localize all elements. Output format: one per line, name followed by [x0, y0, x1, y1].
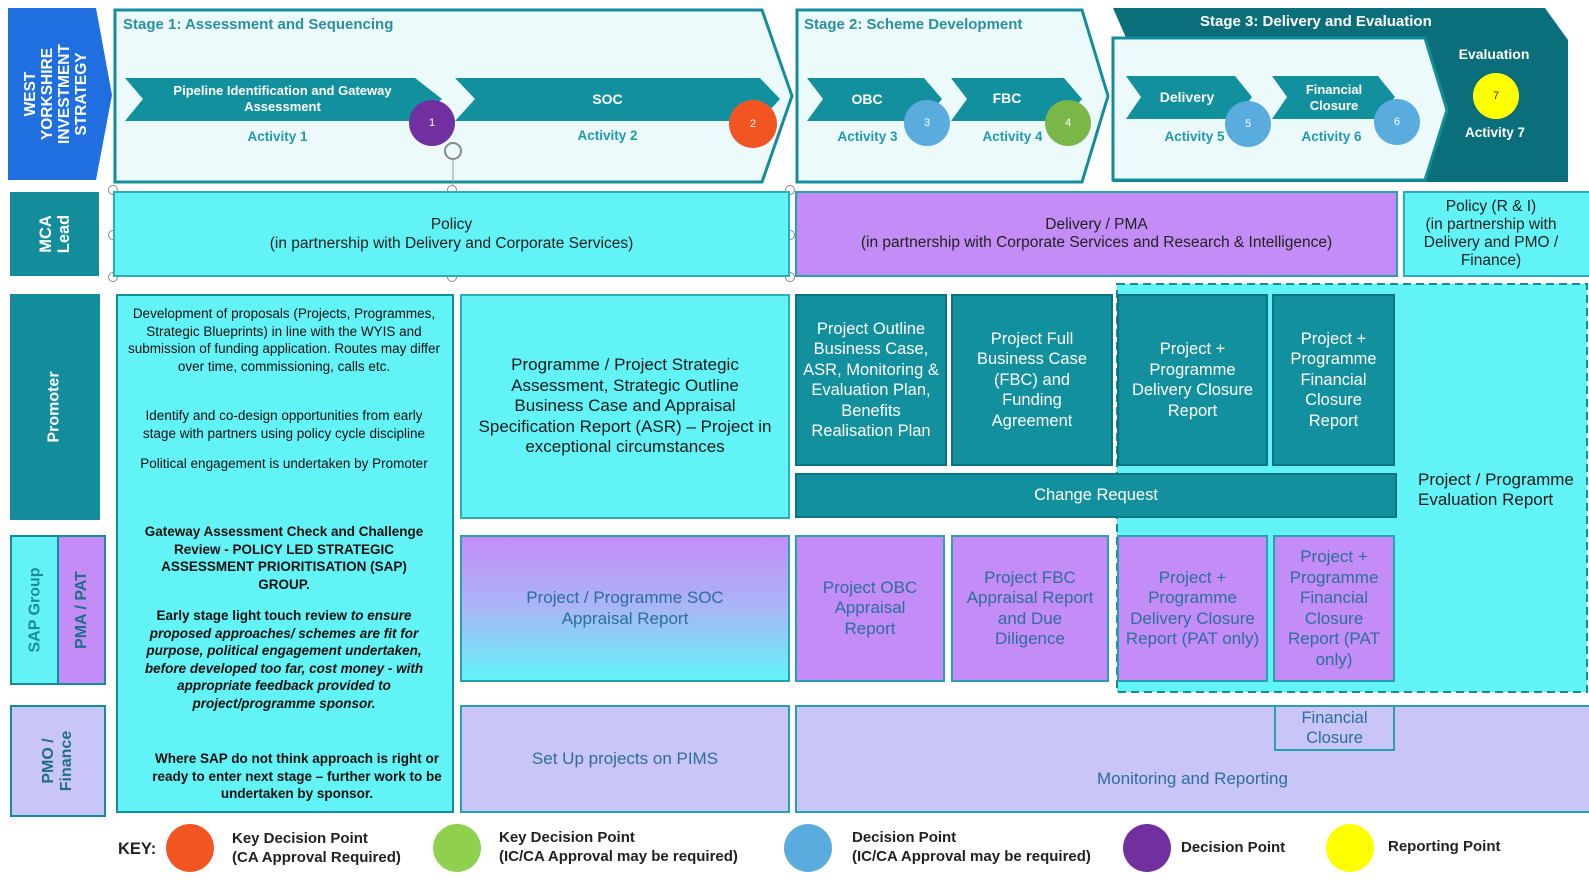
decision-point-4: 4 [1045, 100, 1091, 146]
activity-1: Activity 1 [247, 129, 308, 144]
activity-3: Activity 3 [837, 129, 898, 144]
promoter-soc-box: Programme / Project Strategic Assessment… [460, 294, 790, 519]
gateway-text-2: Identify and co-design opportunities fro… [142, 408, 426, 441]
mca-policy-subtitle: (in partnership with Delivery and Corpor… [269, 235, 634, 252]
row-label-sap-group: SAP Group [10, 535, 61, 685]
key-label-3-line1: Decision Point [852, 829, 957, 846]
side-title: WEST YORKSHIRE INVESTMENT STRATEGY [22, 44, 91, 144]
step-arrow-5 [1126, 76, 1252, 119]
step-label-fbc: FBC [992, 90, 1022, 106]
key-label-2-line2: (IC/CA Approval may be required) [499, 848, 738, 865]
stage3-title: Stage 3: Delivery and Evaluation [1200, 13, 1432, 30]
stage1-chevron [113, 8, 794, 184]
key-circle-ic-ca [433, 824, 481, 872]
pmo-financial-box: Financial Closure [1274, 705, 1395, 751]
row-label-mca-lead: MCA Lead [10, 192, 99, 276]
reporting-point-7: 7 [1473, 73, 1519, 119]
key-label-1: Key Decision Point (CA Approval Required… [232, 829, 401, 867]
decision-point-3: 3 [904, 100, 950, 146]
key-label-4: Decision Point [1181, 839, 1286, 856]
mca-policy-ri-box: Policy (R & I) (in partnership with Deli… [1403, 191, 1589, 277]
promoter-evaluation-text: Project / Programme Evaluation Report [1418, 469, 1574, 510]
gateway-text-5b: to ensure proposed approaches/ schemes a… [144, 608, 424, 711]
pma-financial-box: Project + Programme Financial Closure Re… [1273, 535, 1395, 682]
promoter-financial-box: Project + Programme Financial Closure Re… [1272, 294, 1395, 466]
change-request-bar: Change Request [795, 473, 1397, 518]
stage2-chevron [795, 8, 1110, 184]
key-label-2: Key Decision Point (IC/CA Approval may b… [499, 828, 738, 866]
activity-7: Activity 7 [1464, 125, 1526, 140]
pmo-monitoring-box: Monitoring and Reporting [795, 705, 1589, 813]
pma-fbc-box: Project FBC Appraisal Report and Due Dil… [951, 535, 1109, 682]
decision-point-2: 2 [729, 100, 777, 148]
key-label-1-line2: (CA Approval Required) [232, 849, 401, 866]
step-label-evaluation: Evaluation [1458, 46, 1530, 62]
pmo-pims-box: Set Up projects on PIMS [460, 705, 790, 813]
step-label-soc: SOC [592, 91, 623, 107]
key-label-1-line1: Key Decision Point [232, 830, 368, 847]
side-title-chevron [8, 8, 112, 180]
activity-4: Activity 4 [982, 129, 1043, 144]
key-circle-ca [166, 824, 214, 872]
stage1-title: Stage 1: Assessment and Sequencing [123, 16, 394, 33]
gateway-text-5a: Early stage light touch review [156, 608, 348, 623]
key-label-2-line1: Key Decision Point [499, 829, 635, 846]
row-label-pmo-finance: PMO / Finance [10, 705, 106, 817]
key-circle-reporting [1326, 824, 1374, 872]
decision-point-1: 1 [409, 100, 455, 146]
gateway-text-5: Early stage light touch review to ensure… [136, 607, 432, 712]
step-arrow-6 [1272, 76, 1395, 119]
key-title: KEY: [118, 840, 157, 858]
key-label-3-line2: (IC/CA Approval may be required) [852, 848, 1091, 865]
mca-policy-box[interactable]: Policy (in partnership with Delivery and… [113, 191, 790, 277]
decision-point-5: 5 [1225, 101, 1271, 147]
mca-policy-title: Policy [430, 216, 473, 233]
row-label-promoter: Promoter [10, 294, 100, 520]
activity-6: Activity 6 [1301, 129, 1362, 144]
step-label-obc: OBC [851, 91, 883, 107]
mca-policy-ri-subtitle: (in partnership with Delivery and PMO / … [1423, 216, 1559, 269]
promoter-fbc-box: Project Full Business Case (FBC) and Fun… [951, 294, 1113, 466]
promoter-obc-box: Project Outline Business Case, ASR, Moni… [795, 294, 947, 466]
step-label-financial: Financial Closure [1305, 82, 1363, 113]
key-label-3: Decision Point (IC/CA Approval may be re… [852, 828, 1091, 866]
row-label-pma-pat: PMA / PAT [57, 535, 106, 685]
step-label-pipeline: Pipeline Identification and Gateway Asse… [173, 83, 392, 114]
key-label-5: Reporting Point [1388, 838, 1501, 855]
stage2-title: Stage 2: Scheme Development [804, 16, 1023, 33]
gateway-text-6: Where SAP do not think approach is right… [152, 751, 442, 801]
key-circle-decision-blue [784, 824, 832, 872]
decision-point-6: 6 [1374, 99, 1420, 145]
pma-delivery-box: Project + Programme Delivery Closure Rep… [1117, 535, 1268, 682]
mca-delivery-subtitle: (in partnership with Corporate Services … [860, 234, 1333, 251]
step-arrow-1 [125, 78, 442, 121]
gateway-panel [116, 294, 454, 813]
mca-policy-ri-title: Policy (R & I) [1445, 198, 1537, 215]
gateway-text-3: Political engagement is undertaken by Pr… [140, 456, 428, 471]
step-arrow-2 [455, 78, 780, 121]
mca-delivery-box: Delivery / PMA (in partnership with Corp… [795, 191, 1398, 277]
key-circle-decision-purple [1123, 824, 1171, 872]
gateway-text-4: Gateway Assessment Check and Challenge R… [144, 524, 424, 592]
activity-5: Activity 5 [1164, 129, 1225, 144]
promoter-delivery-box: Project + Programme Delivery Closure Rep… [1117, 294, 1268, 466]
pma-soc-box: Project / Programme SOC Appraisal Report [460, 535, 790, 682]
step-label-delivery: Delivery [1159, 89, 1215, 105]
mca-delivery-title: Delivery / PMA [1045, 216, 1148, 233]
gateway-text-1: Development of proposals (Projects, Prog… [128, 306, 440, 374]
activity-2: Activity 2 [577, 128, 638, 143]
pma-obc-box: Project OBC Appraisal Report [795, 535, 945, 682]
